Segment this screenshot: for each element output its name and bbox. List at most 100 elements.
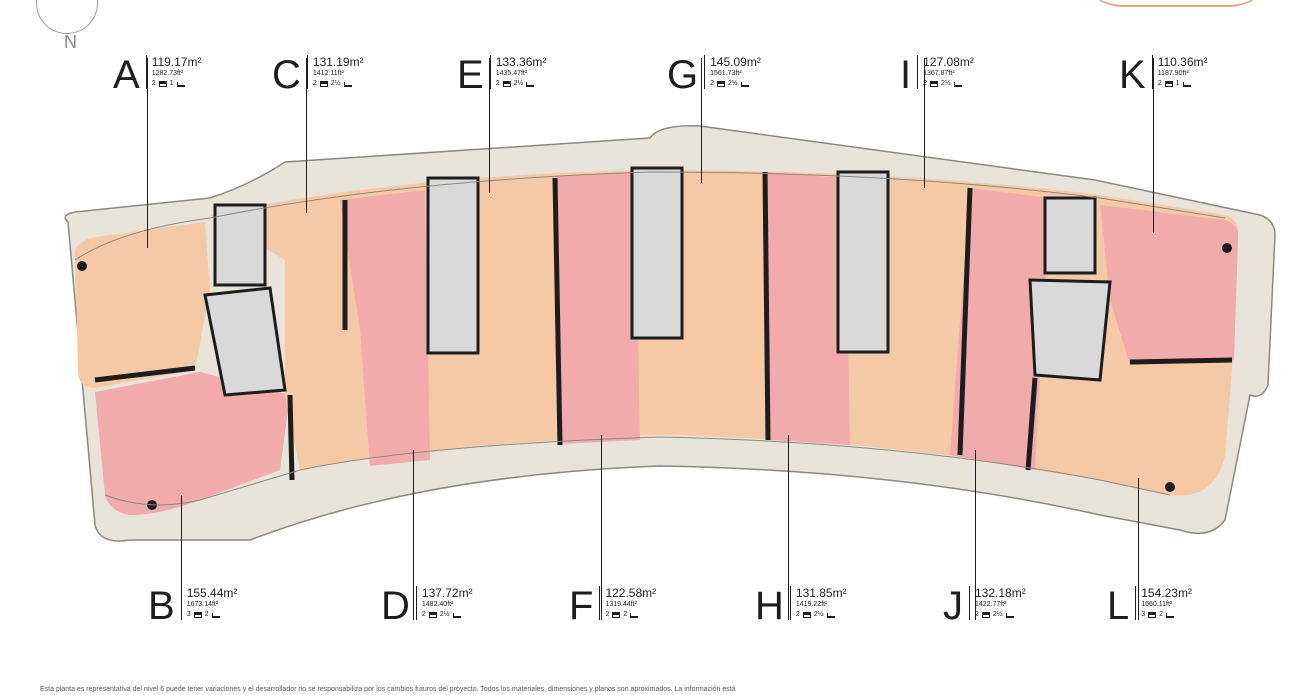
area-ft2: 1412.11ft² bbox=[312, 70, 344, 77]
area-ft2: 1673.14ft² bbox=[186, 601, 219, 608]
bath-icon bbox=[176, 81, 185, 87]
area-m2: 131.85m² bbox=[795, 586, 847, 600]
north-indicator: N bbox=[64, 32, 77, 52]
area-m2: 127.08m² bbox=[923, 55, 974, 69]
bath-icon bbox=[211, 612, 220, 618]
column bbox=[1222, 243, 1232, 253]
area-ft2: 1422.77ft² bbox=[975, 601, 1007, 608]
bed-count: 2 bbox=[710, 80, 715, 87]
unit-area-a bbox=[75, 222, 210, 388]
bath-icon bbox=[630, 612, 639, 618]
bath-count: 2½ bbox=[513, 80, 524, 87]
area-m2: 110.36m² bbox=[1157, 55, 1208, 69]
unit-letter: F bbox=[569, 584, 594, 628]
unit-area-d bbox=[340, 190, 430, 466]
core-4 bbox=[836, 170, 890, 354]
area-ft2: 1419.22ft² bbox=[795, 601, 828, 608]
bed-icon bbox=[319, 81, 328, 87]
bath-count: 2½ bbox=[330, 80, 341, 87]
unit-letter: G bbox=[667, 53, 699, 97]
bath-icon bbox=[1166, 612, 1175, 618]
bed-icon bbox=[193, 612, 202, 618]
leader-line-d bbox=[413, 450, 414, 620]
bed-count: 2 bbox=[421, 611, 426, 618]
area-m2: 122.58m² bbox=[605, 586, 657, 600]
area-m2: 133.36m² bbox=[495, 55, 547, 69]
bed-count: 2 bbox=[1157, 80, 1162, 87]
area-ft2: 1367.87ft² bbox=[923, 70, 955, 77]
bed-count: 3 bbox=[1141, 611, 1146, 618]
bed-count: 2 bbox=[795, 611, 800, 618]
bath-count: 2 bbox=[204, 611, 209, 618]
bed-icon bbox=[717, 81, 726, 87]
unit-area-l bbox=[1035, 368, 1232, 496]
facade-line bbox=[74, 171, 1226, 261]
area-ft2: 1561.73ft² bbox=[710, 70, 742, 77]
bed-count: 3 bbox=[186, 611, 191, 618]
bed-icon bbox=[802, 612, 811, 618]
unit-area-h bbox=[765, 172, 850, 445]
party-walls bbox=[94, 171, 1233, 481]
bath-icon bbox=[953, 81, 962, 87]
unit-letter: D bbox=[381, 584, 410, 628]
area-m2: 119.17m² bbox=[151, 55, 202, 69]
column bbox=[1165, 482, 1175, 492]
unit-info: 131.85m² 1419.22ft² 2 2½ bbox=[789, 586, 847, 620]
unit-letter: E bbox=[457, 53, 484, 97]
bed-count: 2 bbox=[975, 611, 979, 618]
bath-count: 1 bbox=[169, 80, 174, 87]
core-2 bbox=[426, 176, 480, 355]
bath-count: 2½ bbox=[813, 611, 824, 618]
bed-icon bbox=[1148, 612, 1157, 618]
area-ft2: 1482.40ft² bbox=[421, 601, 454, 608]
unit-area-b bbox=[95, 372, 290, 515]
bed-icon bbox=[502, 81, 511, 87]
unit-letter: L bbox=[1107, 584, 1130, 628]
facade-line bbox=[104, 436, 1171, 506]
leader-line-l bbox=[1138, 478, 1139, 620]
decorative-arc bbox=[1076, 0, 1276, 7]
area-m2: 131.19m² bbox=[312, 55, 364, 69]
leader-line-a bbox=[147, 58, 148, 248]
leader-line-e bbox=[489, 58, 490, 193]
column bbox=[77, 261, 87, 271]
bath-icon bbox=[452, 612, 461, 618]
bed-icon bbox=[930, 81, 939, 87]
leader-line-c bbox=[306, 58, 307, 213]
core-3 bbox=[630, 166, 684, 340]
unit-area-k bbox=[1100, 205, 1239, 365]
area-m2: 137.72m² bbox=[421, 586, 473, 600]
room-counts: 2 2½ bbox=[796, 610, 847, 620]
area-m2: 154.23m² bbox=[1141, 586, 1192, 600]
area-ft2: 1187.90ft² bbox=[1157, 70, 1189, 77]
bath-count: 2½ bbox=[941, 80, 951, 87]
area-ft2: 1435.47ft² bbox=[495, 70, 528, 77]
